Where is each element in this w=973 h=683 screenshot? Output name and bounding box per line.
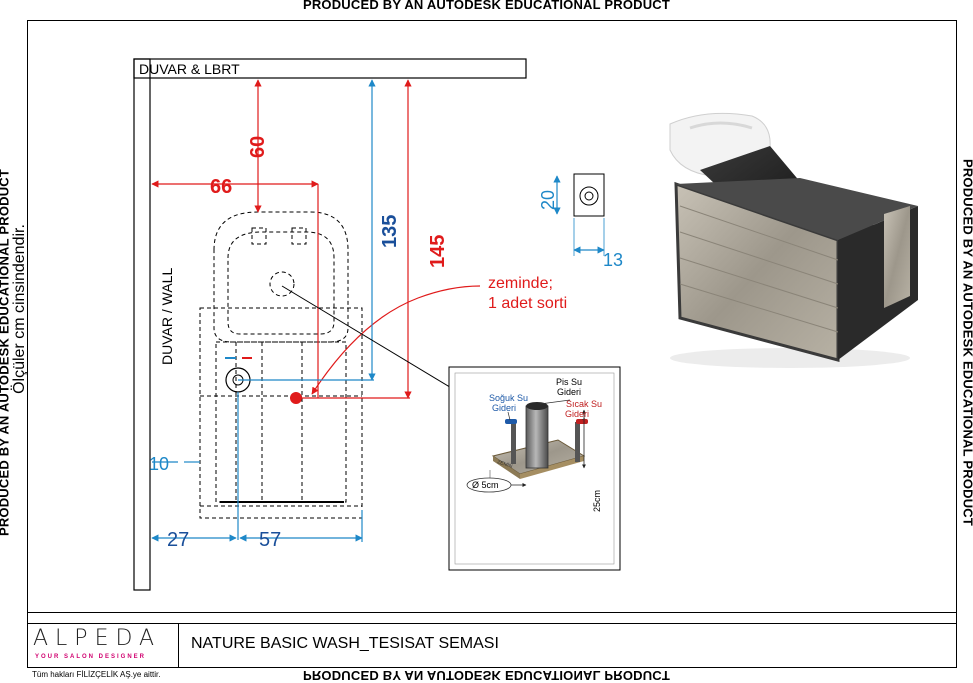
cold-water-line2: Gideri bbox=[492, 403, 516, 413]
dim-60: 60 bbox=[247, 136, 269, 158]
drain-outlet-point bbox=[290, 392, 302, 404]
title-block: ALPEDA YOUR SALON DESIGNER NATURE BASIC … bbox=[27, 623, 957, 666]
dim-27: 27 bbox=[167, 529, 189, 551]
company-logo: ALPEDA bbox=[33, 626, 161, 651]
waste-water-line1: Pis Su bbox=[556, 377, 582, 387]
dim-66: 66 bbox=[210, 176, 232, 198]
wall-side-label: DUVAR / WALL bbox=[159, 268, 175, 365]
dim-135: 135 bbox=[379, 215, 401, 248]
hot-water-line1: Sıcak Su bbox=[566, 399, 602, 409]
dim-57: 57 bbox=[259, 529, 281, 551]
wash-chair-illustration bbox=[670, 113, 918, 368]
dim-10: 10 bbox=[149, 454, 169, 474]
outlet-detail bbox=[557, 174, 604, 256]
logo-cell: ALPEDA YOUR SALON DESIGNER bbox=[27, 624, 179, 667]
wall-top-label: DUVAR & LBRT bbox=[139, 61, 240, 77]
waste-water-line2: Gideri bbox=[557, 387, 581, 397]
company-tagline: YOUR SALON DESIGNER bbox=[35, 654, 146, 660]
height-label: 25cm bbox=[592, 490, 602, 512]
diameter-label: Ø 5cm bbox=[472, 480, 499, 490]
title-separator bbox=[27, 612, 957, 613]
hot-water-line2: Gideri bbox=[565, 409, 589, 419]
cold-water-line1: Soğuk Su bbox=[489, 393, 528, 403]
wash-unit-plan bbox=[200, 212, 362, 518]
copyright-notice: Tüm hakları FİLİZÇELİK AŞ.ye aittir. bbox=[32, 670, 161, 679]
drain-note-line1: zeminde; bbox=[488, 275, 553, 292]
dim-13: 13 bbox=[603, 250, 623, 270]
dim-20: 20 bbox=[538, 190, 558, 210]
plumbing-detail-box bbox=[449, 367, 620, 570]
dim-145: 145 bbox=[427, 235, 449, 268]
drawing-title: NATURE BASIC WASH_TESISAT SEMASI bbox=[191, 635, 499, 653]
waste-water-label: Pis Su Gideri bbox=[556, 377, 585, 397]
drain-note-line2: 1 adet sorti bbox=[488, 295, 567, 312]
